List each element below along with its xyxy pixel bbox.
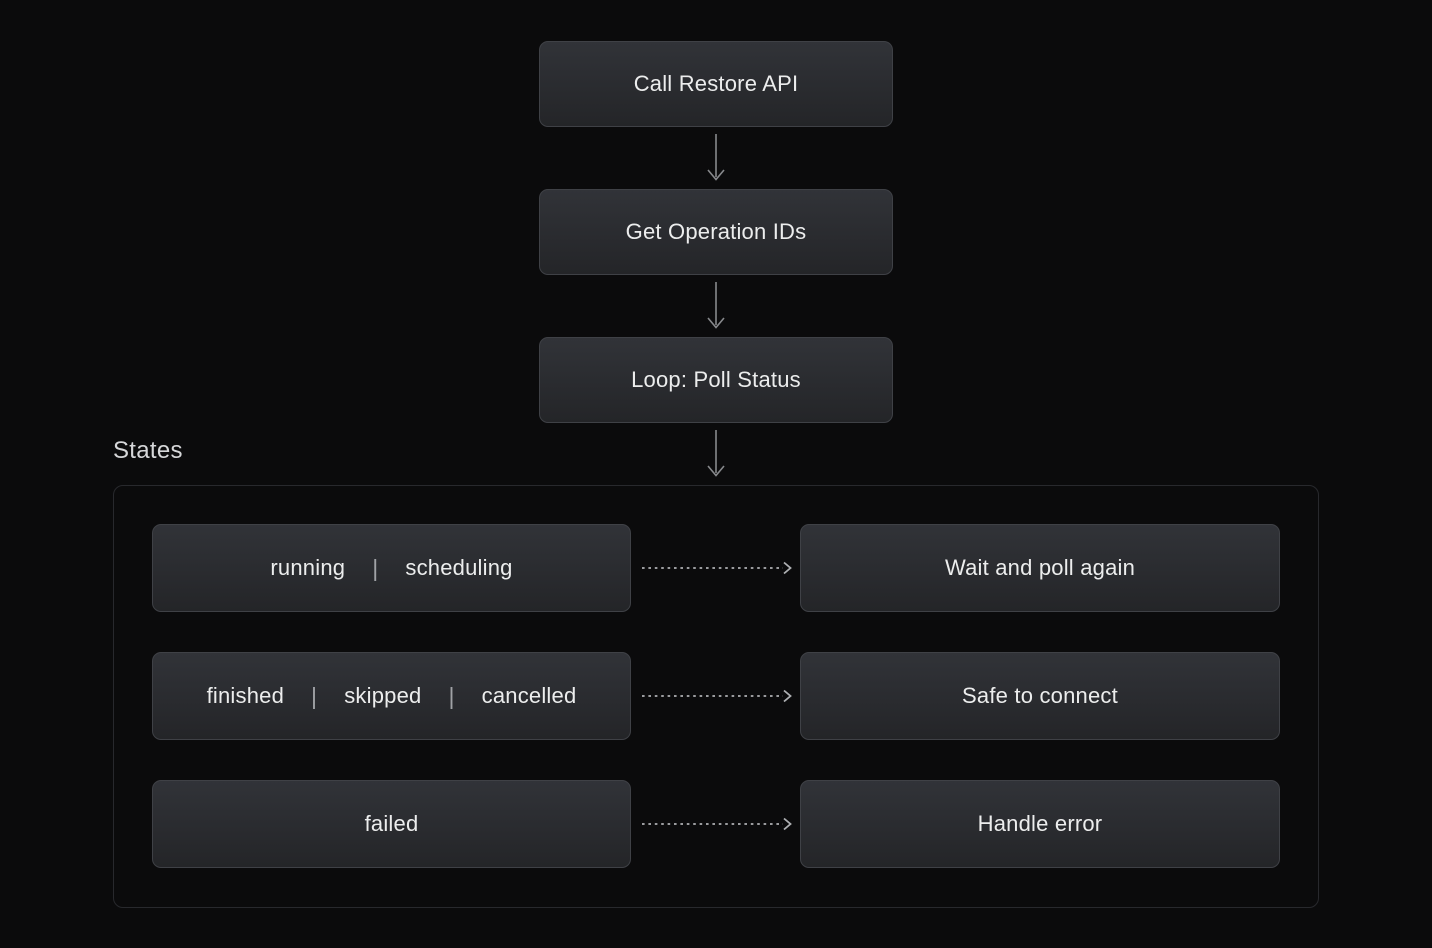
state-token: scheduling: [405, 555, 513, 580]
arrow-down-icon: [707, 134, 725, 181]
dashed-arrow-right-icon: [642, 817, 792, 831]
outcome-box-handle-error: Handle error: [800, 780, 1280, 868]
flow-node-call-restore-api: Call Restore API: [539, 41, 893, 127]
flow-node-label: Loop: Poll Status: [631, 367, 801, 392]
flow-node-label: Get Operation IDs: [625, 219, 807, 244]
states-section-label: States: [113, 437, 183, 464]
state-separator: |: [372, 554, 379, 581]
state-separator: |: [448, 682, 455, 709]
arrow-down-icon: [707, 430, 725, 477]
state-token: running: [270, 555, 346, 580]
state-token: cancelled: [481, 683, 577, 708]
outcome-label: Wait and poll again: [944, 555, 1136, 580]
arrow-down-icon: [707, 282, 725, 329]
state-token: finished: [206, 683, 285, 708]
outcome-label: Handle error: [977, 811, 1103, 836]
state-box-finished-skipped-cancelled: finished | skipped | cancelled: [152, 652, 631, 740]
outcome-box-safe-to-connect: Safe to connect: [800, 652, 1280, 740]
state-token: failed: [364, 811, 419, 836]
dashed-arrow-right-icon: [642, 561, 792, 575]
state-box-running-scheduling: running | scheduling: [152, 524, 631, 612]
flow-node-loop-poll-status: Loop: Poll Status: [539, 337, 893, 423]
outcome-box-wait-and-poll-again: Wait and poll again: [800, 524, 1280, 612]
outcome-label: Safe to connect: [962, 683, 1118, 708]
state-box-failed: failed: [152, 780, 631, 868]
states-container: running | scheduling Wait and poll again…: [113, 485, 1319, 908]
state-token: skipped: [344, 683, 422, 708]
dashed-arrow-right-icon: [642, 689, 792, 703]
flow-node-get-operation-ids: Get Operation IDs: [539, 189, 893, 275]
state-separator: |: [311, 682, 318, 709]
flow-node-label: Call Restore API: [633, 71, 799, 96]
